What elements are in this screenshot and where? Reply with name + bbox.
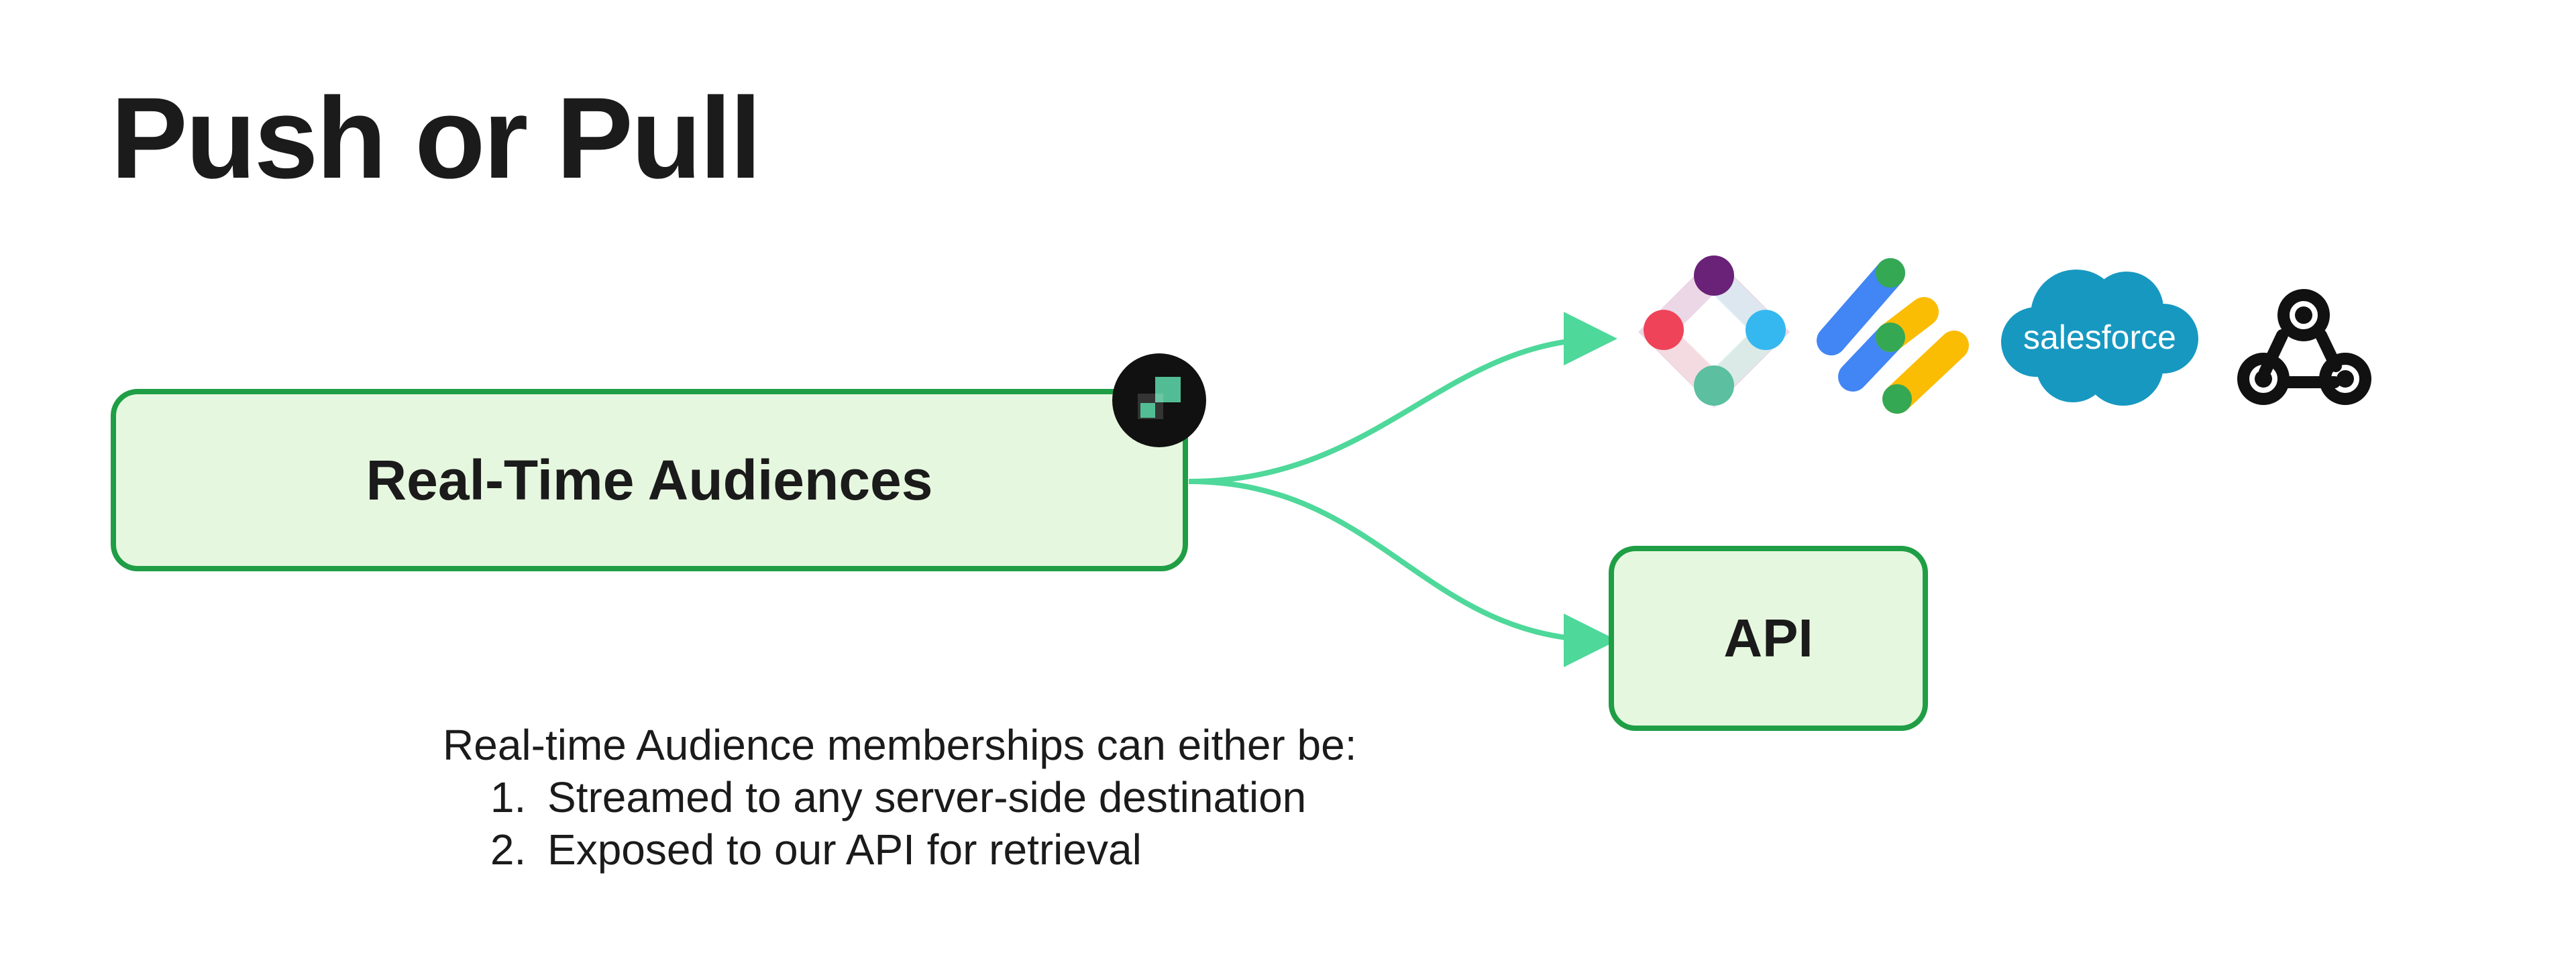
salesforce-icon: salesforce bbox=[2001, 270, 2198, 406]
description-block: Real-time Audience memberships can eithe… bbox=[443, 719, 1356, 876]
description-item: Streamed to any server-side destination bbox=[538, 771, 1356, 823]
arrow-to-destinations bbox=[1188, 312, 1617, 484]
api-node: API bbox=[1609, 546, 1928, 731]
webhook-icon bbox=[2237, 289, 2371, 405]
salesforce-wordmark: salesforce bbox=[2023, 319, 2176, 356]
segment-icon bbox=[1638, 255, 1790, 408]
real-time-audiences-node: Real-Time Audiences bbox=[111, 389, 1188, 571]
description-intro: Real-time Audience memberships can eithe… bbox=[443, 721, 1357, 769]
description-item: Exposed to our API for retrieval bbox=[538, 823, 1356, 876]
arrow-to-api bbox=[1188, 479, 1617, 667]
google-tag-manager-icon bbox=[1817, 258, 1969, 414]
real-time-audiences-label: Real-Time Audiences bbox=[366, 448, 933, 512]
segment-badge-icon bbox=[1112, 353, 1206, 447]
api-label: API bbox=[1723, 608, 1813, 668]
page-title: Push or Pull bbox=[111, 74, 761, 203]
description-list: Streamed to any server-side destination … bbox=[443, 771, 1356, 876]
